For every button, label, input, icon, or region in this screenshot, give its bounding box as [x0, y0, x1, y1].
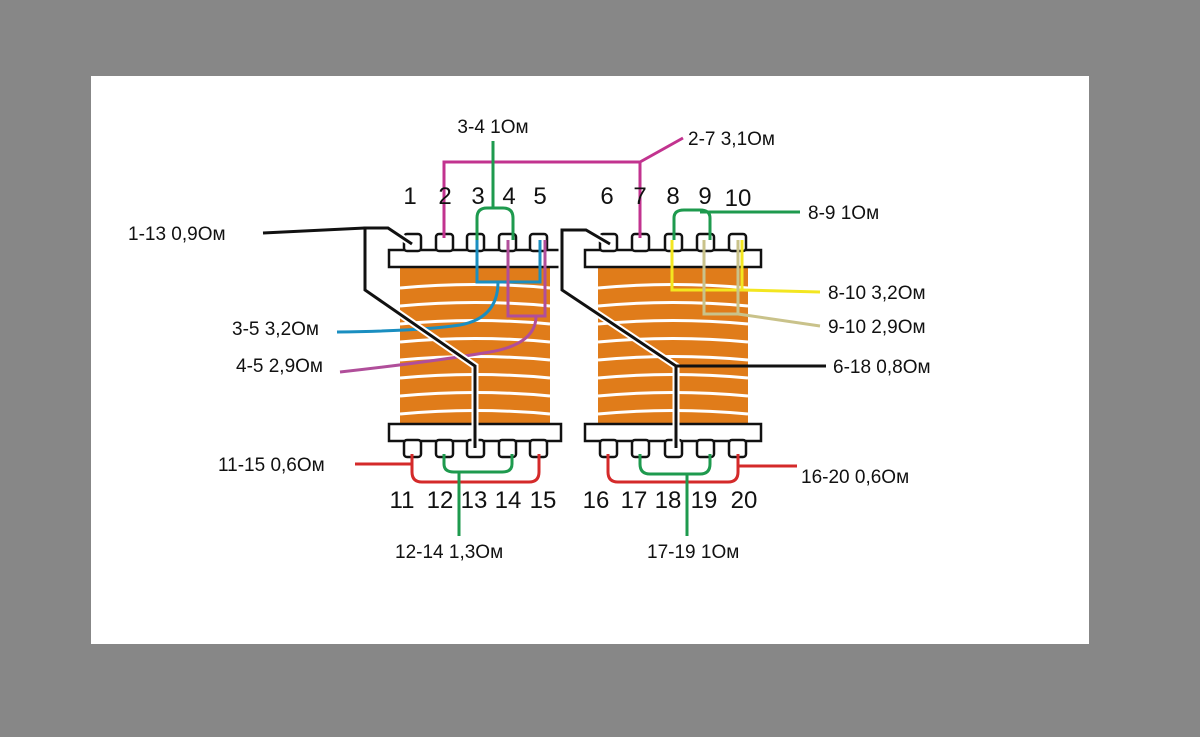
wire-2-7-leader: [639, 136, 684, 164]
wire-16-20: [606, 454, 740, 484]
pin-numbers-bottom: 11 12 13 14 15 16 17 18 19 20: [390, 487, 758, 514]
label-8-10: 8-10 3,2Ом: [828, 283, 926, 304]
wire-3-4: [475, 206, 515, 240]
wire-8-10: [670, 240, 744, 292]
pin-number: 15: [530, 487, 557, 514]
label-2-7: 2-7 3,1Ом: [688, 129, 775, 150]
label-12-14: 12-14 1,3Ом: [395, 542, 503, 563]
left-top-flange: [387, 248, 563, 269]
pin-number: 8: [666, 183, 679, 210]
pin-number: 14: [495, 487, 522, 514]
pin-number: 13: [461, 487, 488, 514]
measurement-labels: 3-4 1Ом 2-7 3,1Ом 1-13 0,9Ом 8-9 1Ом 8-1…: [128, 117, 931, 563]
pin-numbers-top: 1 2 3 4 5 6 7 8 9 10: [403, 183, 751, 212]
wire-2-7: [442, 160, 642, 238]
pin-number: 11: [390, 487, 415, 514]
label-4-5: 4-5 2,9Ом: [236, 356, 323, 377]
label-9-10: 9-10 2,9Ом: [828, 317, 926, 338]
wire-3-5-leader: [336, 281, 500, 334]
wire-9-10-leader: [737, 312, 821, 328]
pin-tab: [695, 438, 716, 459]
label-3-4: 3-4 1Ом: [457, 117, 528, 138]
label-3-5: 3-5 3,2Ом: [232, 319, 319, 340]
wire-6-18: [560, 228, 678, 448]
wire-4-5: [506, 240, 547, 318]
pin-number: 12: [427, 487, 454, 514]
pin-number: 9: [698, 183, 711, 210]
wire-1-13: [363, 226, 477, 448]
label-8-9: 8-9 1Ом: [808, 203, 879, 224]
pin-number: 20: [731, 487, 758, 514]
wire-9-10: [702, 240, 740, 316]
wire-1-13-leader: [262, 226, 366, 235]
pin-number: 2: [438, 183, 451, 210]
pin-number: 5: [533, 183, 546, 210]
pin-number: 16: [583, 487, 610, 514]
pin-number: 19: [691, 487, 718, 514]
pin-number: 10: [725, 185, 752, 212]
label-11-15: 11-15 0,6Ом: [218, 455, 325, 476]
label-17-19: 17-19 1Ом: [647, 542, 739, 563]
pin-number: 18: [655, 487, 682, 514]
wire-8-10-leader: [741, 288, 821, 294]
pin-number: 7: [633, 183, 646, 210]
pin-number: 6: [600, 183, 613, 210]
wire-17-19: [638, 454, 712, 476]
wire-4-5-leader: [339, 315, 538, 374]
label-1-13: 1-13 0,9Ом: [128, 224, 226, 245]
label-6-18: 6-18 0,8Ом: [833, 357, 931, 378]
pin-number: 1: [403, 183, 416, 210]
wire-8-9: [672, 208, 712, 240]
pin-number: 3: [471, 183, 484, 210]
pin-number: 4: [502, 183, 515, 210]
label-16-20: 16-20 0,6Ом: [801, 467, 909, 488]
pin-number: 17: [621, 487, 648, 514]
pin-tab: [497, 438, 518, 459]
diagram-panel: [91, 76, 1089, 644]
wire-11-15: [410, 454, 541, 484]
wire-12-14: [442, 454, 514, 474]
